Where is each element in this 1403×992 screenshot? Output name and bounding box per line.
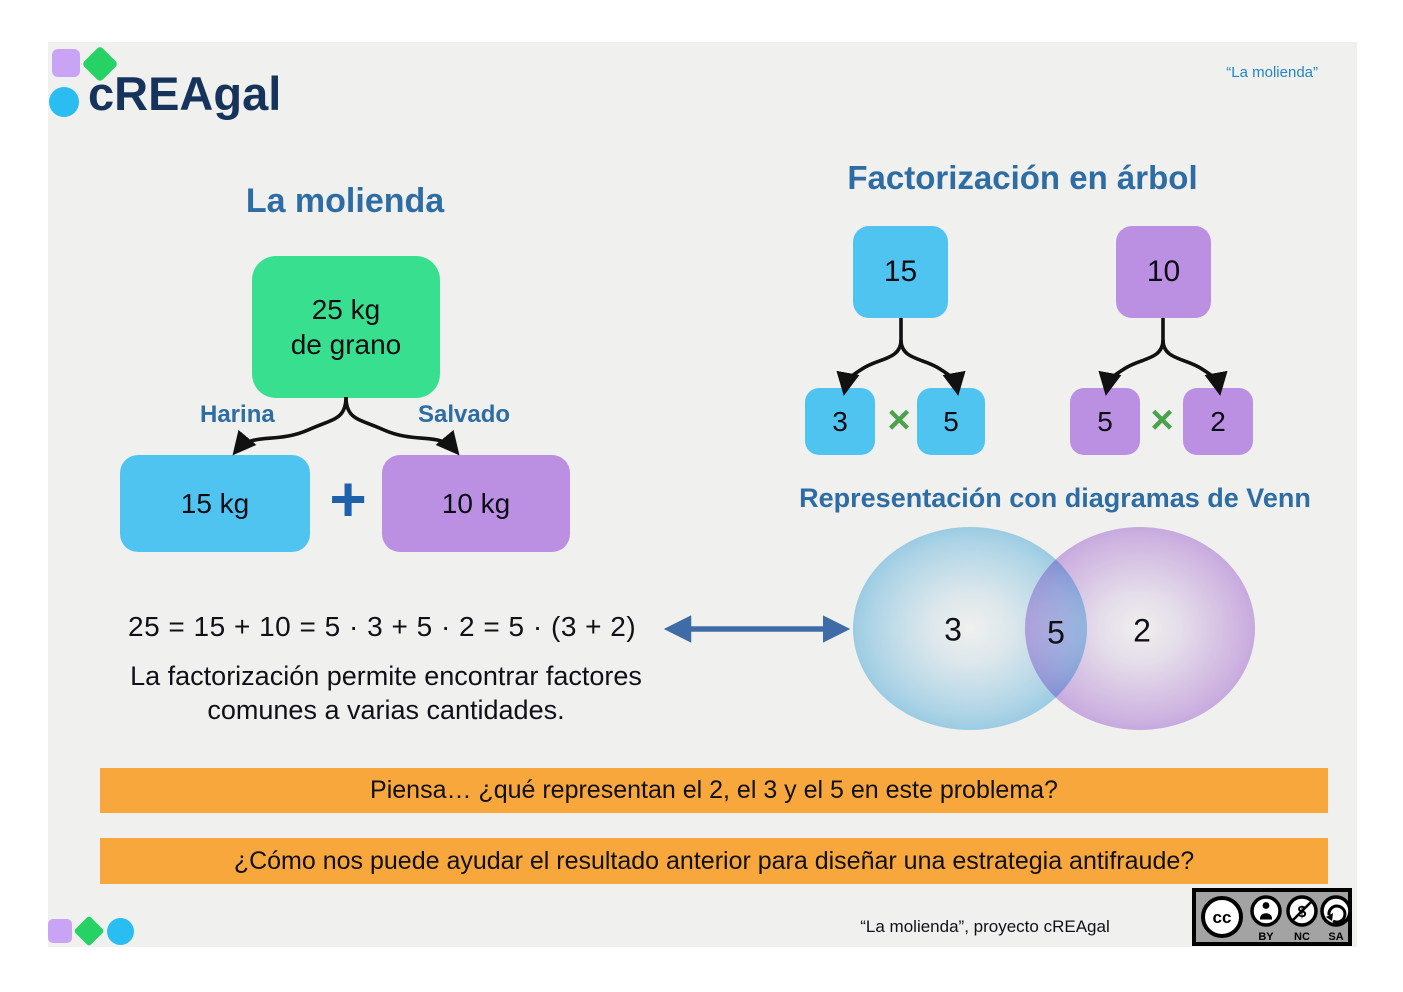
venn-purple-circle (1025, 527, 1255, 730)
footer-credit: “La molienda”, proyecto cREAgal (860, 917, 1110, 936)
grain-box-text: 25 kg de grano (291, 292, 402, 362)
cc-by-nc-sa-badge: cc $ BY NC SA (1192, 888, 1352, 946)
tree15-left-factor-box: 3 (805, 388, 875, 455)
tree15-root-box: 15 (853, 226, 948, 318)
logo-purple-square-icon (52, 49, 80, 77)
tree15-times-icon: × (887, 398, 911, 442)
by-label: BY (1258, 931, 1274, 943)
question-banner-1: Piensa… ¿qué representan el 2, el 3 y el… (100, 768, 1328, 813)
venn-right-value: 2 (1133, 612, 1151, 649)
tree10-root-box: 10 (1116, 226, 1211, 318)
logo-wordmark: cREAgal (88, 67, 282, 120)
factor-tree-title: Factorización en árbol (847, 159, 1198, 196)
salvado-box: 10 kg (382, 455, 570, 552)
venn-left-value: 3 (944, 611, 962, 648)
caption-line1: La factorización permite encontrar facto… (130, 661, 642, 691)
cc-icon (1201, 896, 1243, 938)
tree15-right-factor-box: 5 (917, 388, 985, 455)
harina-label: Harina (200, 401, 275, 428)
factorization-equation: 25 = 15 + 10 = 5 · 3 + 5 · 2 = 5 · (3 + … (128, 611, 637, 642)
harina-box: 15 kg (120, 455, 310, 552)
venn-common-value: 5 (1047, 614, 1065, 651)
question-banner-2: ¿Cómo nos puede ayudar el resultado ante… (100, 838, 1328, 884)
caption-line2: comunes a varias cantidades. (207, 695, 565, 726)
molienda-title: La molienda (245, 182, 445, 220)
tree10-right-factor-box: 2 (1183, 388, 1253, 455)
nc-label: NC (1294, 931, 1310, 943)
grain-box-line2: de grano (290, 329, 402, 360)
footer-blue-circle-icon (107, 918, 134, 945)
venn-title: Representación con diagramas de Venn (799, 483, 1311, 513)
logo-blue-circle-icon (49, 87, 79, 117)
tree10-left-factor-box: 5 (1070, 388, 1140, 455)
footer-purple-square-icon (48, 919, 72, 943)
by-person-icon (1250, 895, 1282, 927)
cc-icon-label: cc (1213, 908, 1232, 927)
corner-title: “La molienda” (1226, 64, 1318, 81)
tree10-times-icon: × (1150, 398, 1174, 442)
grain-box: 25 kg de grano (252, 256, 440, 398)
salvado-label: Salvado (418, 401, 511, 428)
factorization-caption: La factorización permite encontrar facto… (100, 659, 672, 727)
plus-sign: + (329, 463, 367, 535)
grain-box-line1: 25 kg (311, 294, 381, 325)
sa-label: SA (1328, 931, 1343, 943)
